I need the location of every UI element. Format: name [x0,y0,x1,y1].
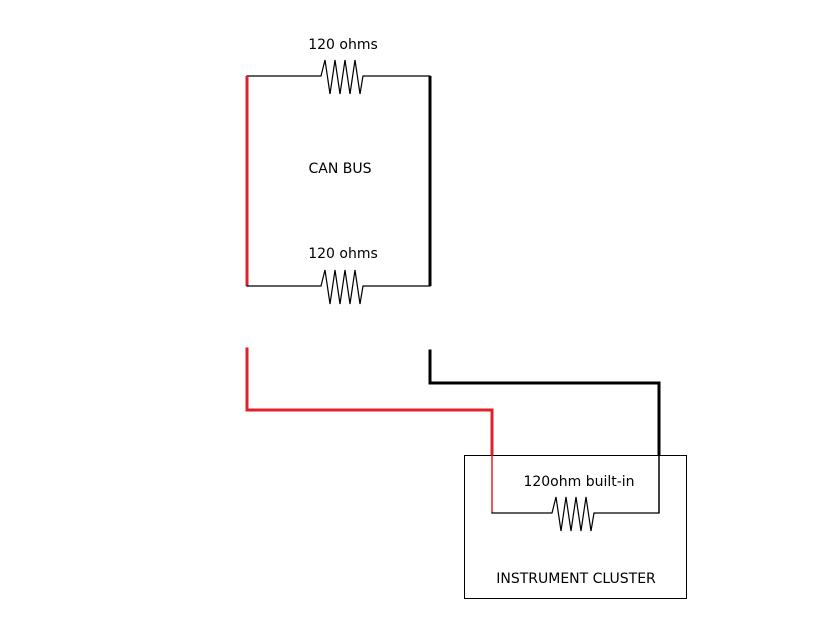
bottom-resistor-label: 120 ohms [308,246,378,262]
instrument-cluster-label: INSTRUMENT CLUSTER [496,571,656,587]
instrument-cluster-box [464,455,687,599]
can-bus-label: CAN BUS [308,161,371,177]
can-low-stub-wire [428,349,661,457]
top-resistor [246,59,431,95]
bottom-resistor [246,269,431,305]
top-resistor-label: 120 ohms [308,37,378,53]
builtin-resistor [491,496,660,532]
can-high-stub-wire [245,347,494,457]
builtin-resistor-label: 120ohm built-in [523,474,634,490]
